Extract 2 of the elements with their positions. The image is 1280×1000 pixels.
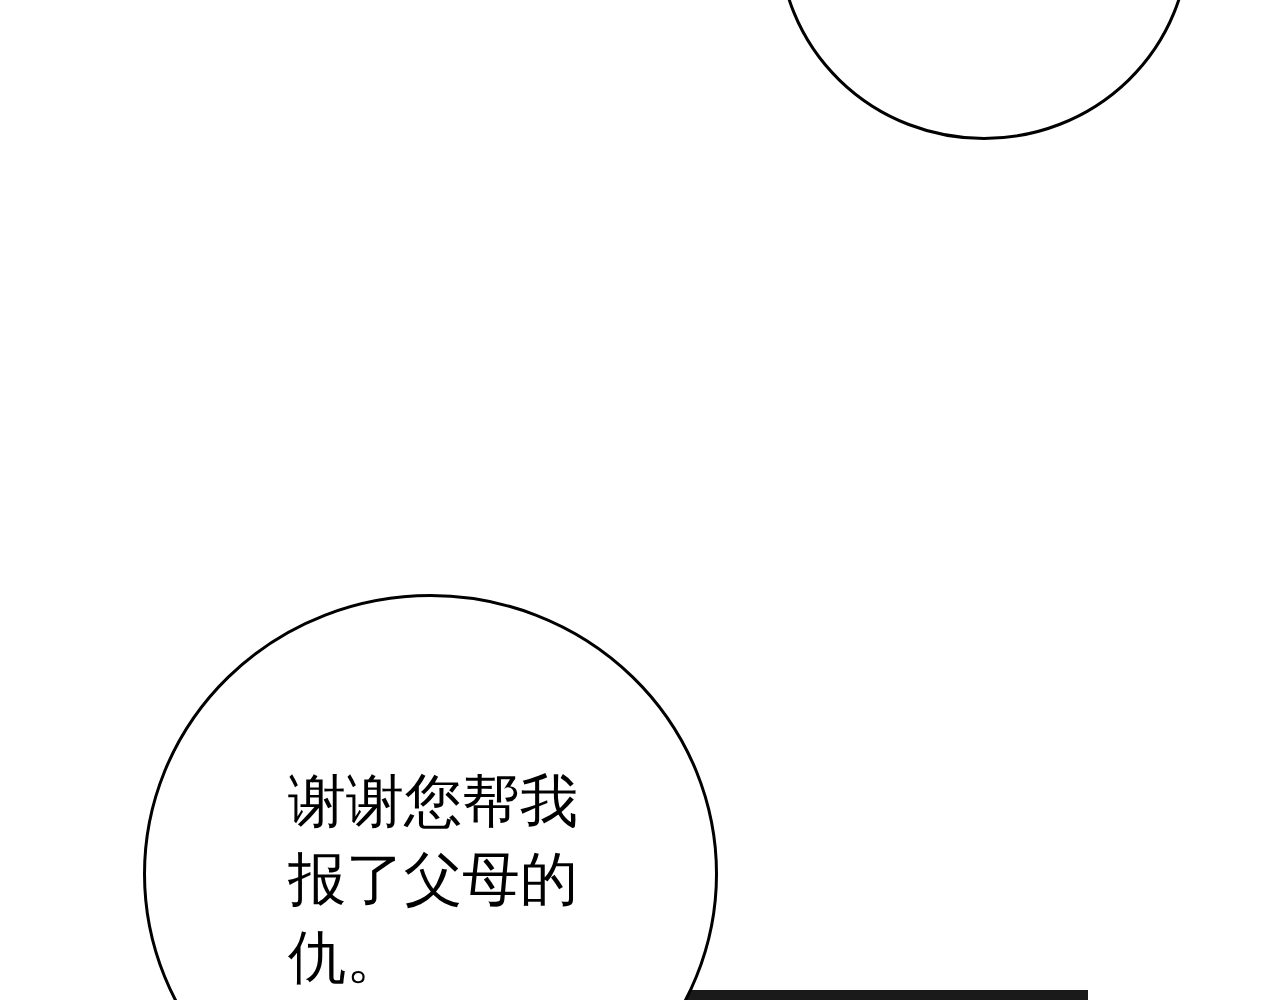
- speech-bubble: [143, 594, 718, 1000]
- dialogue-text: 谢谢您帮我报了父母的仇。: [288, 766, 579, 993]
